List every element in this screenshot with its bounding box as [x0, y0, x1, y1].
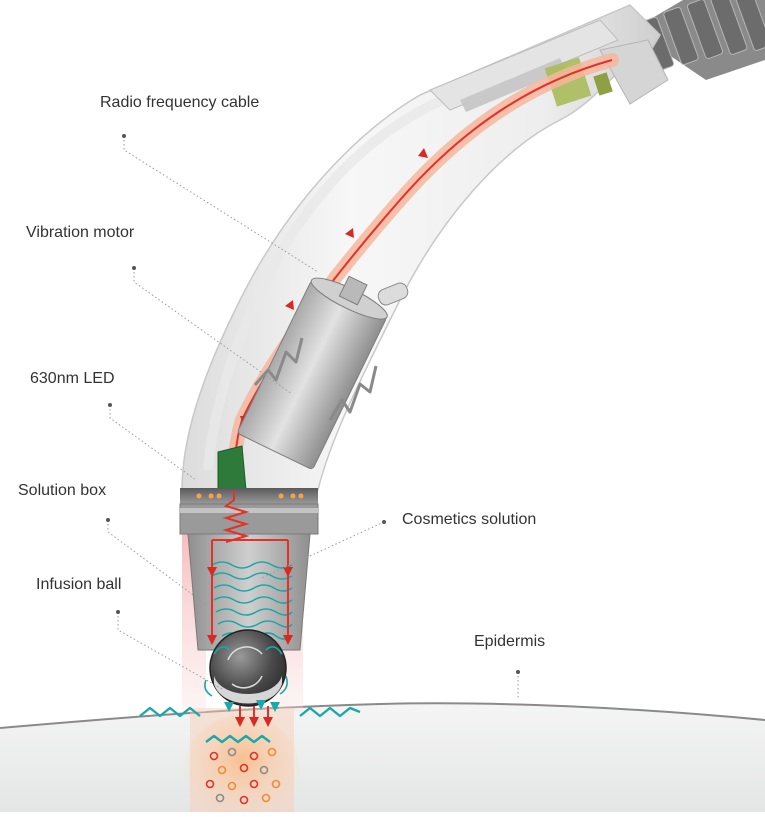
handpiece-top-rail — [429, 19, 619, 111]
epidermis-surface-line — [0, 702, 765, 729]
ball-solution-waves — [204, 646, 288, 697]
skin-solution-zigzags — [139, 706, 361, 744]
skin-particles — [205, 747, 281, 805]
led-dots — [196, 493, 304, 499]
infusion-ball — [209, 629, 287, 707]
solution-into-skin-arrows — [224, 700, 280, 712]
vibration-motor — [237, 275, 388, 469]
led-green-strip — [217, 445, 247, 491]
label-epidermis: Epidermis — [474, 633, 546, 650]
handpiece-top-slot — [460, 58, 566, 112]
rf-current-paths — [207, 490, 293, 645]
leader-dots — [106, 134, 520, 674]
label-led: 630nm LED — [30, 370, 115, 387]
rf-into-skin-arrows — [235, 706, 273, 727]
solution-box-collar — [180, 488, 318, 504]
label-vibration-motor: Vibration motor — [26, 224, 135, 241]
vibration-zigzags — [253, 337, 378, 421]
connector-small-block — [593, 72, 613, 96]
label-infusion-ball: Infusion ball — [36, 576, 122, 593]
leader-rf-cable — [123, 136, 319, 273]
leader-led — [109, 405, 197, 481]
leader-solution-box — [107, 520, 209, 607]
label-solution-box: Solution box — [18, 482, 107, 499]
handpiece-inner-edge — [203, 90, 457, 471]
skin-penetration-glow — [184, 715, 300, 817]
leader-lines — [107, 136, 519, 700]
label-cosmetics-solution: Cosmetics solution — [402, 511, 537, 528]
leader-vibration-motor — [133, 268, 293, 395]
solution-box-rim-highlight — [180, 508, 318, 513]
motor-shaft — [377, 282, 409, 306]
label-rf-cable: Radio frequency cable — [100, 94, 260, 111]
epidermis-skin — [0, 703, 765, 812]
